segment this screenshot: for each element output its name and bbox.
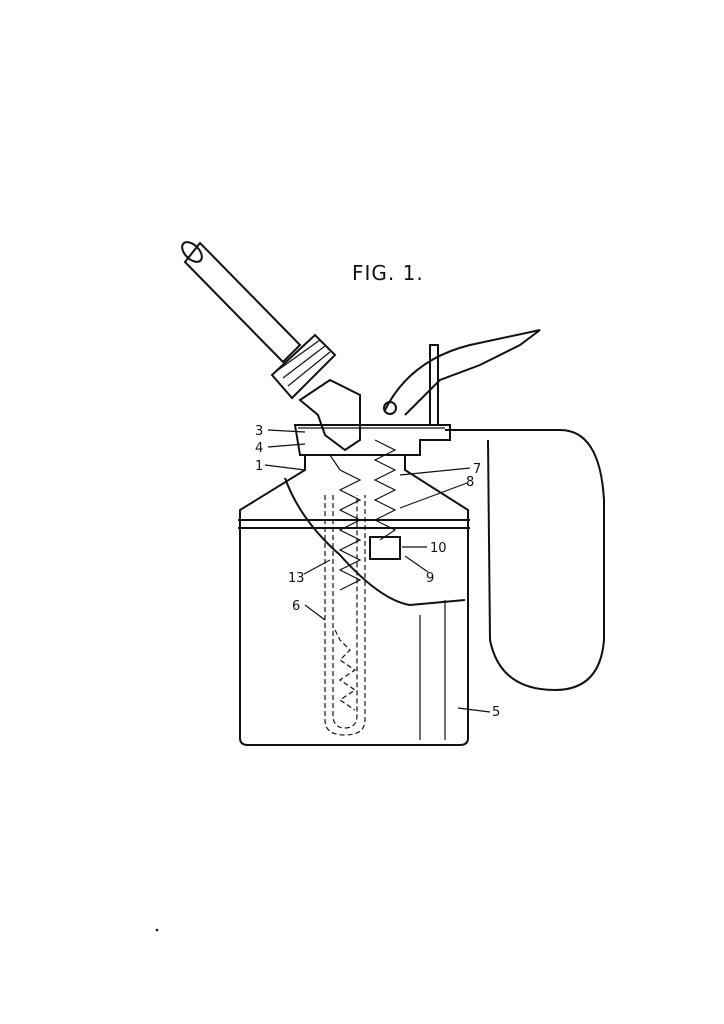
label-5: 5 xyxy=(492,705,500,720)
label-8: 8 xyxy=(466,475,474,490)
label-3: 3 xyxy=(255,424,263,439)
label-13: 13 xyxy=(288,571,305,586)
label-4: 4 xyxy=(255,441,263,456)
label-7: 7 xyxy=(473,462,481,477)
pump-springs xyxy=(324,439,401,736)
stray-dot xyxy=(155,928,159,932)
oil-tube xyxy=(445,429,605,692)
cap xyxy=(293,424,451,456)
leader-lines xyxy=(264,429,491,713)
label-10: 10 xyxy=(430,541,447,556)
can-body xyxy=(238,455,470,746)
label-6: 6 xyxy=(292,599,300,614)
label-9: 9 xyxy=(426,571,434,586)
figure-title: FIG. 1. xyxy=(352,261,424,285)
lever-handle xyxy=(383,329,541,426)
spout xyxy=(181,241,361,452)
label-1: 1 xyxy=(255,459,263,474)
